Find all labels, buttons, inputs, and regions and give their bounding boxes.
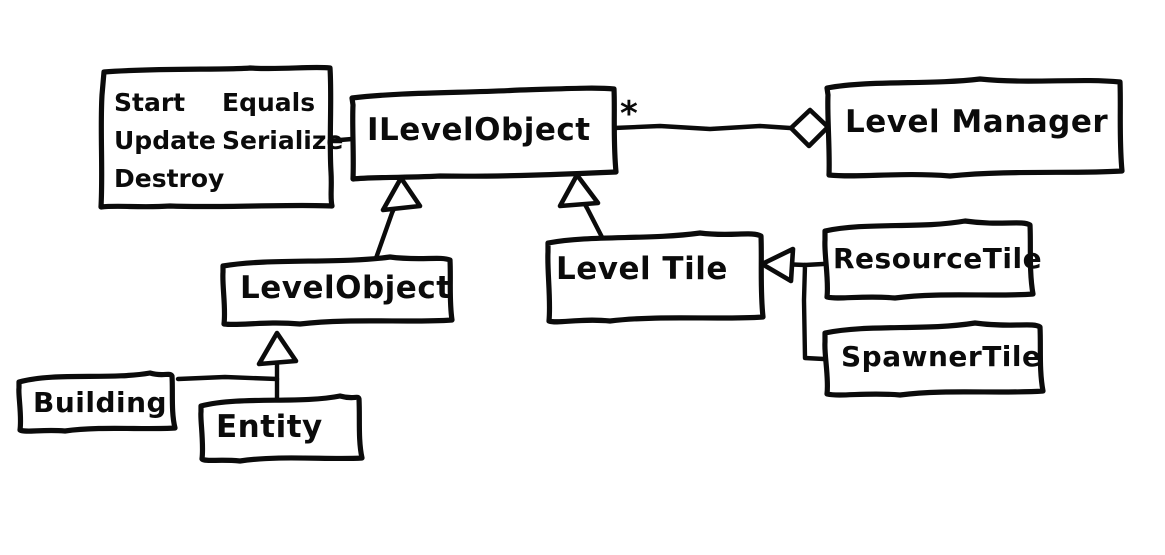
node-label-ilevelobject: ILevelObject [367, 112, 591, 148]
method-item-destroy: Destroy [114, 164, 225, 193]
node-label-levelmanager: Level Manager [845, 104, 1109, 140]
inheritance-triangle-leveltile-right [759, 246, 796, 284]
method-item-update: Update [114, 126, 216, 155]
node-levelmanager[interactable] [824, 76, 1125, 179]
method-item-equals: Equals [222, 88, 316, 117]
methods-column-right: Equals Serialize [222, 84, 343, 160]
node-label-spawnertile: SpawnerTile [841, 340, 1042, 373]
node-label-levelobject: LevelObject [240, 270, 452, 306]
arrowhead-layer [256, 107, 831, 367]
node-spawnertile[interactable] [822, 320, 1046, 398]
realization-triangle-levelobject [380, 175, 423, 213]
connector-building-to-levelobject [175, 374, 280, 382]
connector-resourcetile-to-leveltile [801, 261, 827, 362]
multiplicity-star: * [620, 94, 638, 134]
methods-column-left: Start Update Destroy [114, 84, 224, 198]
node-ilevelobject[interactable] [349, 85, 619, 182]
node-leveltile[interactable] [545, 230, 766, 325]
method-item-start: Start [114, 88, 186, 117]
node-levelobject[interactable] [220, 254, 455, 328]
node-label-leveltile: Level Tile [556, 251, 728, 287]
node-label-entity: Entity [216, 409, 323, 445]
connector-ilevelobject-to-levelmanager [611, 123, 793, 132]
node-entity[interactable] [198, 393, 365, 464]
node-resourcetile[interactable] [822, 218, 1036, 301]
node-label-resourcetile: ResourceTile [833, 242, 1043, 275]
inheritance-triangle-levelobject-bottom [256, 330, 299, 367]
node-label-building: Building [33, 386, 168, 419]
realization-triangle-leveltile [557, 172, 601, 209]
node-methods-box[interactable] [98, 64, 335, 210]
aggregation-diamond-levelmanager [788, 107, 831, 149]
method-item-serialize: Serialize [222, 126, 344, 155]
node-building[interactable] [16, 370, 178, 434]
